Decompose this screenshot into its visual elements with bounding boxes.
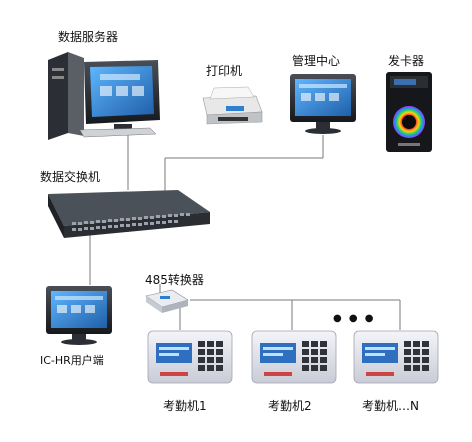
label-printer: 打印机 [206, 64, 243, 78]
management-center-monitor [290, 74, 356, 134]
label-terminal-1: 考勤机1 [163, 399, 207, 413]
client-monitor [46, 286, 112, 345]
label-converter: 485转换器 [145, 273, 204, 287]
network-switch [48, 190, 210, 238]
label-terminal-2: 考勤机2 [268, 399, 312, 413]
data-server-computer [48, 52, 160, 140]
ellipsis-dots: ● ● ● [333, 313, 376, 324]
converter-device [145, 289, 189, 313]
label-data-server: 数据服务器 [58, 30, 119, 44]
label-terminal-n: 考勤机…N [362, 399, 419, 413]
connection-lines [89, 132, 401, 330]
label-client: IC-HR用户端 [40, 354, 104, 367]
attendance-terminal-2 [251, 330, 337, 384]
label-card-issuer: 发卡器 [388, 54, 425, 68]
label-management-center: 管理中心 [292, 54, 341, 68]
label-switch: 数据交换机 [40, 170, 101, 184]
printer-device [202, 86, 263, 125]
card-issuer-device [386, 72, 432, 152]
attendance-terminal-n [353, 330, 439, 384]
attendance-terminal-1 [147, 330, 233, 384]
